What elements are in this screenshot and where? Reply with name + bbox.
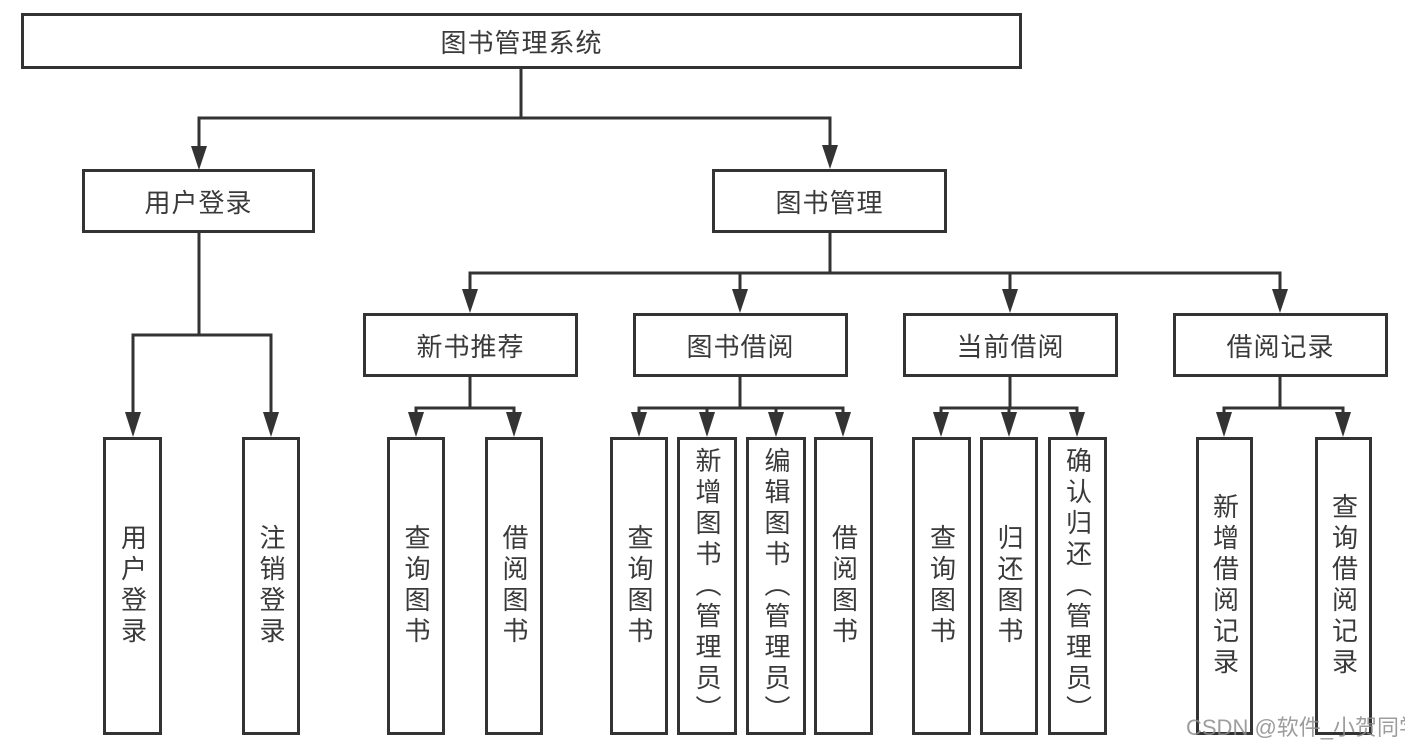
node-label: 当前借阅 (956, 331, 1065, 362)
node-label: 注销登录 (256, 524, 286, 648)
watermark-text: CSDN @软件_小贺同学 (1186, 715, 1405, 740)
node-label: 查询图书 (624, 524, 654, 648)
node-label: 图书管理系统 (440, 27, 603, 58)
leaf-confirm-return-admin: 确认归还（管理员） (1048, 437, 1107, 735)
node-label: 用户登录 (117, 524, 148, 648)
node-borrowing-records: 借阅记录 (1173, 313, 1388, 377)
leaf-query-books-recommend: 查询图书 (387, 437, 445, 735)
leaf-return-books: 归还图书 (980, 437, 1038, 735)
node-book-management: 图书管理 (712, 169, 947, 233)
leaf-query-borrow-record: 查询借阅记录 (1315, 437, 1372, 735)
node-label: 确认归还（管理员） (1062, 446, 1093, 726)
node-label: 归还图书 (994, 524, 1024, 648)
node-label: 查询图书 (401, 524, 431, 648)
leaf-add-books-admin: 新增图书（管理员） (677, 437, 737, 735)
node-book-borrowing: 图书借阅 (633, 313, 848, 377)
leaf-query-books-borrowing: 查询图书 (610, 437, 668, 735)
leaf-logout: 注销登录 (242, 437, 300, 735)
node-library-management-system: 图书管理系统 (21, 13, 1022, 69)
node-label: 新增借阅记录 (1209, 493, 1240, 679)
node-label: 查询图书 (926, 524, 957, 648)
node-label: 新增图书（管理员） (692, 446, 722, 726)
node-label: 新书推荐 (416, 331, 525, 362)
node-label: 图书管理 (775, 187, 884, 218)
leaf-user-login: 用户登录 (103, 437, 162, 735)
node-new-book-recommendation: 新书推荐 (363, 313, 578, 377)
leaf-edit-books-admin: 编辑图书（管理员） (746, 437, 806, 735)
node-label: 编辑图书（管理员） (761, 446, 791, 726)
node-label: 图书借阅 (686, 331, 795, 362)
leaf-add-borrow-record: 新增借阅记录 (1196, 437, 1253, 735)
leaf-borrow-books-recommend: 借阅图书 (485, 437, 543, 735)
node-label: 用户登录 (144, 187, 253, 218)
leaf-borrow-books-borrowing: 借阅图书 (814, 437, 873, 735)
node-label: 查询借阅记录 (1328, 493, 1359, 679)
node-label: 借阅图书 (499, 524, 529, 648)
node-label: 借阅记录 (1226, 331, 1335, 362)
node-user-login: 用户登录 (82, 169, 315, 233)
node-label: 借阅图书 (828, 524, 859, 648)
leaf-query-books-current: 查询图书 (912, 437, 971, 735)
node-current-borrowing: 当前借阅 (903, 313, 1118, 377)
